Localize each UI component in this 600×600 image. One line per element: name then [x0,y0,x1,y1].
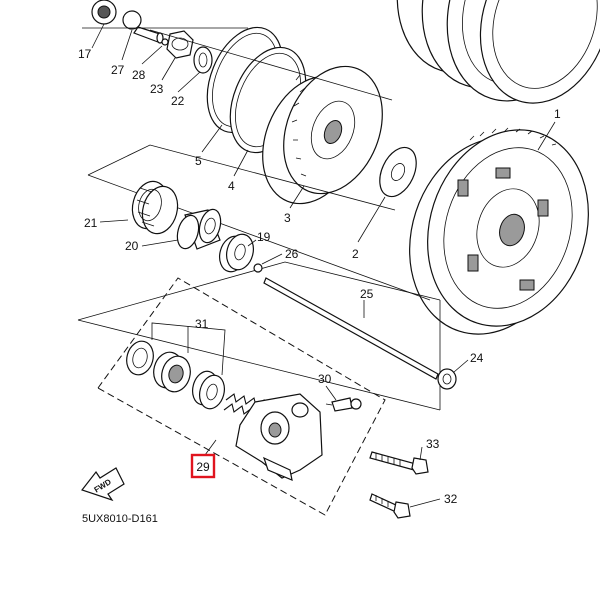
callout-1: 1 [554,107,561,121]
assembly-frame-lines [77,27,441,411]
callout-23: 23 [150,82,164,96]
leader-lines [91,23,556,508]
callout-27: 27 [111,63,125,77]
callout-29: 29 [196,460,210,474]
forward-direction-arrow: FWD [81,467,125,502]
callout-labels: 17 27 28 23 22 5 4 3 2 1 21 20 19 26 25 … [78,47,561,506]
part-23-nut [166,30,194,59]
figure-code: 5UX8010-D161 [82,513,158,525]
slave-cylinder-assembly-box [97,277,386,516]
callout-28: 28 [132,68,146,82]
clutch-plates-stack [396,0,600,104]
part-25-push-rod [263,277,439,380]
callout-25: 25 [360,287,374,301]
part-28-ball [161,38,169,46]
slave-cylinder-body [235,393,323,481]
part-32-bolt [369,493,411,519]
part-31-seal-kit [126,340,225,410]
callout-20: 20 [125,239,139,253]
part-2-washer [379,146,417,198]
part-1-clutch-housing [409,127,589,335]
callout-26: 26 [285,247,299,261]
callout-30: 30 [318,372,332,386]
part-26-steel-ball [253,263,263,273]
callout-19: 19 [257,230,271,244]
part-22-lock-washer [193,46,213,74]
callout-5: 5 [195,154,202,168]
callout-3: 3 [284,211,291,225]
callout-22: 22 [171,94,185,108]
callout-21: 21 [84,216,98,230]
part-31-bracket [151,322,226,376]
callout-24: 24 [470,351,484,365]
part-33-bolt [369,451,429,475]
part-30-bleed-screw [325,397,362,412]
part-24-oil-seal [437,368,457,390]
callout-17: 17 [78,47,92,61]
highlight-box [190,453,216,479]
part-19-thrust-washer [219,233,254,273]
part-17-washer [91,0,117,25]
part-21-needle-bearing [131,180,179,235]
callout-33: 33 [426,437,440,451]
callout-4: 4 [228,179,235,193]
callout-32: 32 [444,492,458,506]
callout-2: 2 [352,247,359,261]
callout-29-highlight[interactable]: 29 [190,453,216,479]
part-20-spacer [176,208,222,250]
callout-31: 31 [195,317,209,331]
part-3-pressure-plate [262,65,383,205]
